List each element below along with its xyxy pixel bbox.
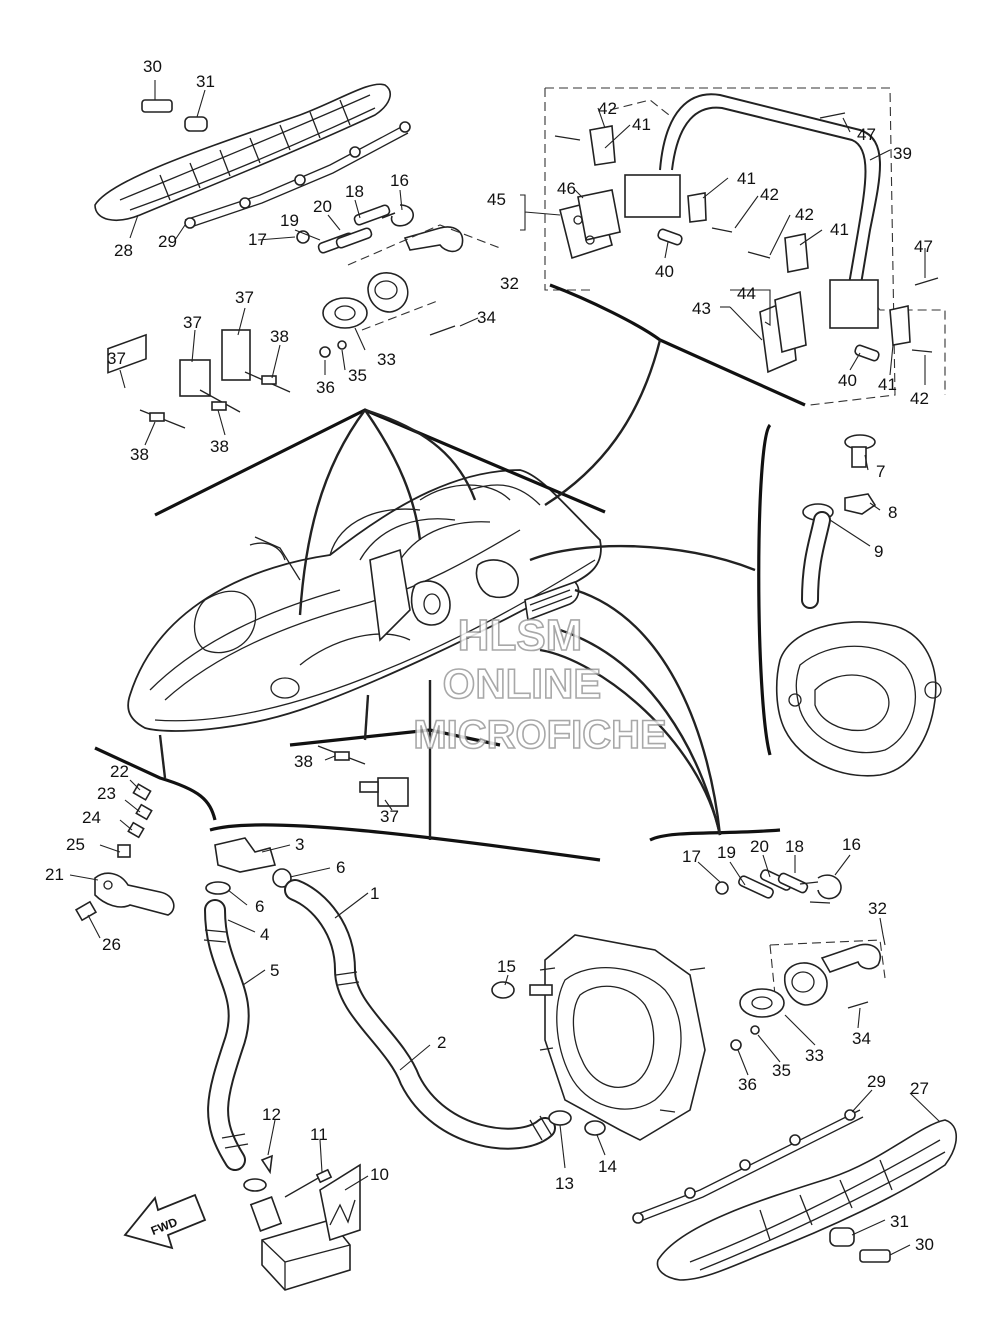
callout-label: 47 bbox=[857, 125, 876, 144]
callout-label: 30 bbox=[143, 57, 162, 76]
callout-label: 7 bbox=[876, 462, 885, 481]
callout-label: 5 bbox=[270, 961, 279, 980]
callout-label: 26 bbox=[102, 935, 121, 954]
latch-assembly-top bbox=[296, 204, 501, 358]
callout-label: 13 bbox=[555, 1174, 574, 1193]
callout-label: 12 bbox=[262, 1105, 281, 1124]
callout-label: 42 bbox=[910, 389, 929, 408]
watercraft-hull bbox=[127, 469, 602, 732]
callout-label: 37 bbox=[107, 349, 126, 368]
jet-pump-housing-right bbox=[775, 621, 942, 777]
watermark-line-1: HLSM bbox=[458, 611, 583, 660]
callout-label: 34 bbox=[477, 308, 496, 327]
callout-label: 11 bbox=[310, 1125, 328, 1144]
callout-label: 18 bbox=[785, 837, 804, 856]
callout-label: 27 bbox=[910, 1079, 929, 1098]
callout-label: 38 bbox=[130, 445, 149, 464]
watermark-line-2: ONLINE bbox=[443, 660, 602, 707]
callout-label: 47 bbox=[914, 237, 933, 256]
grab-handle-rail-top bbox=[94, 83, 411, 229]
callout-label: 36 bbox=[316, 378, 335, 397]
callout-label: 17 bbox=[682, 847, 701, 866]
callout-label: 39 bbox=[893, 144, 912, 163]
callout-label: 45 bbox=[487, 190, 506, 209]
bracket-clips-top bbox=[107, 329, 291, 429]
callout-label: 31 bbox=[196, 72, 215, 91]
callout-label: 16 bbox=[842, 835, 861, 854]
callout-label: 2 bbox=[437, 1033, 446, 1052]
callout-label: 6 bbox=[336, 858, 345, 877]
latch-assembly-bottom bbox=[715, 869, 886, 1051]
callout-label: 35 bbox=[772, 1061, 791, 1080]
callout-label: 41 bbox=[830, 220, 849, 239]
callout-label: 1 bbox=[370, 884, 379, 903]
water-filter bbox=[243, 1154, 361, 1291]
callout-label: 15 bbox=[497, 957, 516, 976]
callout-label: 32 bbox=[868, 899, 887, 918]
callout-label: 16 bbox=[390, 171, 409, 190]
callout-label: 17 bbox=[248, 230, 267, 249]
callout-label: 22 bbox=[110, 762, 129, 781]
callout-label: 42 bbox=[795, 205, 814, 224]
watermark: HLSM ONLINE MICROFICHE bbox=[413, 610, 668, 758]
callout-label: 37 bbox=[380, 807, 399, 826]
callout-label: 18 bbox=[345, 182, 364, 201]
callout-label: 28 bbox=[114, 241, 133, 260]
callout-label: 32 bbox=[500, 274, 519, 293]
assembly-leader-arrows bbox=[94, 283, 806, 862]
callout-label: 40 bbox=[838, 371, 857, 390]
callout-label: 14 bbox=[598, 1157, 617, 1176]
callout-label: 6 bbox=[255, 897, 264, 916]
callout-label: 30 bbox=[915, 1235, 934, 1254]
callout-label: 38 bbox=[270, 327, 289, 346]
callout-label: 42 bbox=[598, 99, 617, 118]
callout-label: 3 bbox=[295, 835, 304, 854]
hose-bracket-left bbox=[74, 783, 175, 922]
callout-label: 41 bbox=[737, 169, 756, 188]
jet-pump-housing-center bbox=[491, 934, 706, 1141]
callout-label: 8 bbox=[888, 503, 897, 522]
grab-handle-rail-bottom bbox=[632, 1109, 958, 1281]
watermark-line-3: MICROFICHE bbox=[413, 713, 666, 757]
callout-label: 20 bbox=[750, 837, 769, 856]
callout-label: 10 bbox=[370, 1165, 389, 1184]
callout-label: 41 bbox=[878, 375, 897, 394]
callout-label: 33 bbox=[377, 350, 396, 369]
bracket-clips-mid bbox=[317, 745, 409, 807]
callout-label: 44 bbox=[737, 284, 756, 303]
callout-label: 23 bbox=[97, 784, 116, 803]
callout-label: 20 bbox=[313, 197, 332, 216]
callout-label: 21 bbox=[45, 865, 64, 884]
callout-label: 37 bbox=[183, 313, 202, 332]
callout-label: 42 bbox=[760, 185, 779, 204]
callout-label: 29 bbox=[158, 232, 177, 251]
cooling-hoses bbox=[203, 837, 556, 1171]
forward-direction-arrow: FWD bbox=[123, 1193, 207, 1250]
callout-label: 36 bbox=[738, 1075, 757, 1094]
callout-label: 46 bbox=[557, 179, 576, 198]
callout-label: 19 bbox=[280, 211, 299, 230]
callout-label: 38 bbox=[210, 437, 229, 456]
callout-label: 40 bbox=[655, 262, 674, 281]
callout-label: 41 bbox=[632, 115, 651, 134]
callout-label: 35 bbox=[348, 366, 367, 385]
callout-label: 9 bbox=[874, 542, 883, 561]
callout-label: 24 bbox=[82, 808, 101, 827]
tow-hook-assembly bbox=[544, 87, 946, 406]
callout-label: 33 bbox=[805, 1046, 824, 1065]
callout-label: 4 bbox=[260, 925, 269, 944]
callout-label: 37 bbox=[235, 288, 254, 307]
callout-label: 25 bbox=[66, 835, 85, 854]
callout-label: 34 bbox=[852, 1029, 871, 1048]
drain-plug-assembly bbox=[801, 434, 877, 609]
callout-label: 29 bbox=[867, 1072, 886, 1091]
callout-leaders bbox=[69, 80, 941, 1256]
callout-numbers: 30 31 28 29 17 19 20 18 16 32 34 33 35 3… bbox=[45, 57, 934, 1254]
callout-label: 31 bbox=[890, 1212, 909, 1231]
callout-label: 43 bbox=[692, 299, 711, 318]
callout-label: 19 bbox=[717, 843, 736, 862]
callout-label: 38 bbox=[294, 752, 313, 771]
